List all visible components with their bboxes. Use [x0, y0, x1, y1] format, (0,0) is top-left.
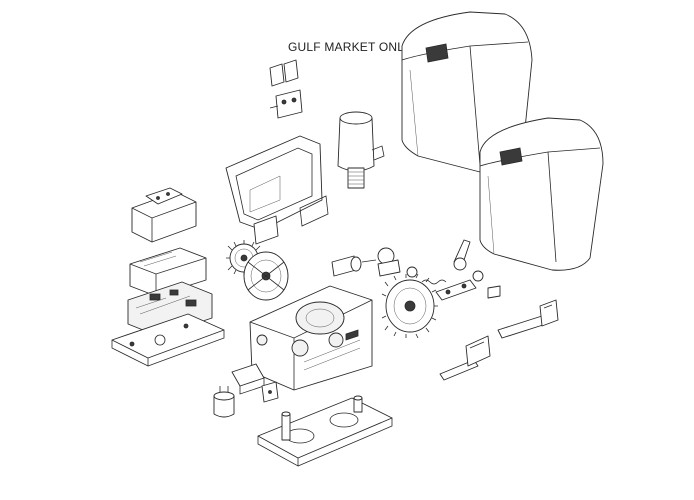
worm-shaft — [331, 247, 418, 278]
motor — [337, 111, 385, 189]
motor-bracket — [225, 135, 329, 245]
gearbox-housing — [249, 285, 373, 391]
capacitor — [213, 386, 235, 418]
limit-bracket-upper — [497, 299, 559, 339]
main-gear — [381, 273, 438, 339]
connector-block — [231, 363, 279, 403]
market-caption: GULF MARKET ONLY — [288, 40, 412, 54]
foundation-plate — [257, 395, 393, 467]
cover-standard — [479, 117, 604, 271]
terminal-clips — [269, 59, 303, 119]
board-mount-plate — [111, 313, 225, 367]
limit-bracket-lower — [439, 335, 491, 381]
drive-wheel — [243, 251, 289, 301]
release-mechanism — [421, 239, 501, 301]
transformer — [131, 187, 197, 243]
